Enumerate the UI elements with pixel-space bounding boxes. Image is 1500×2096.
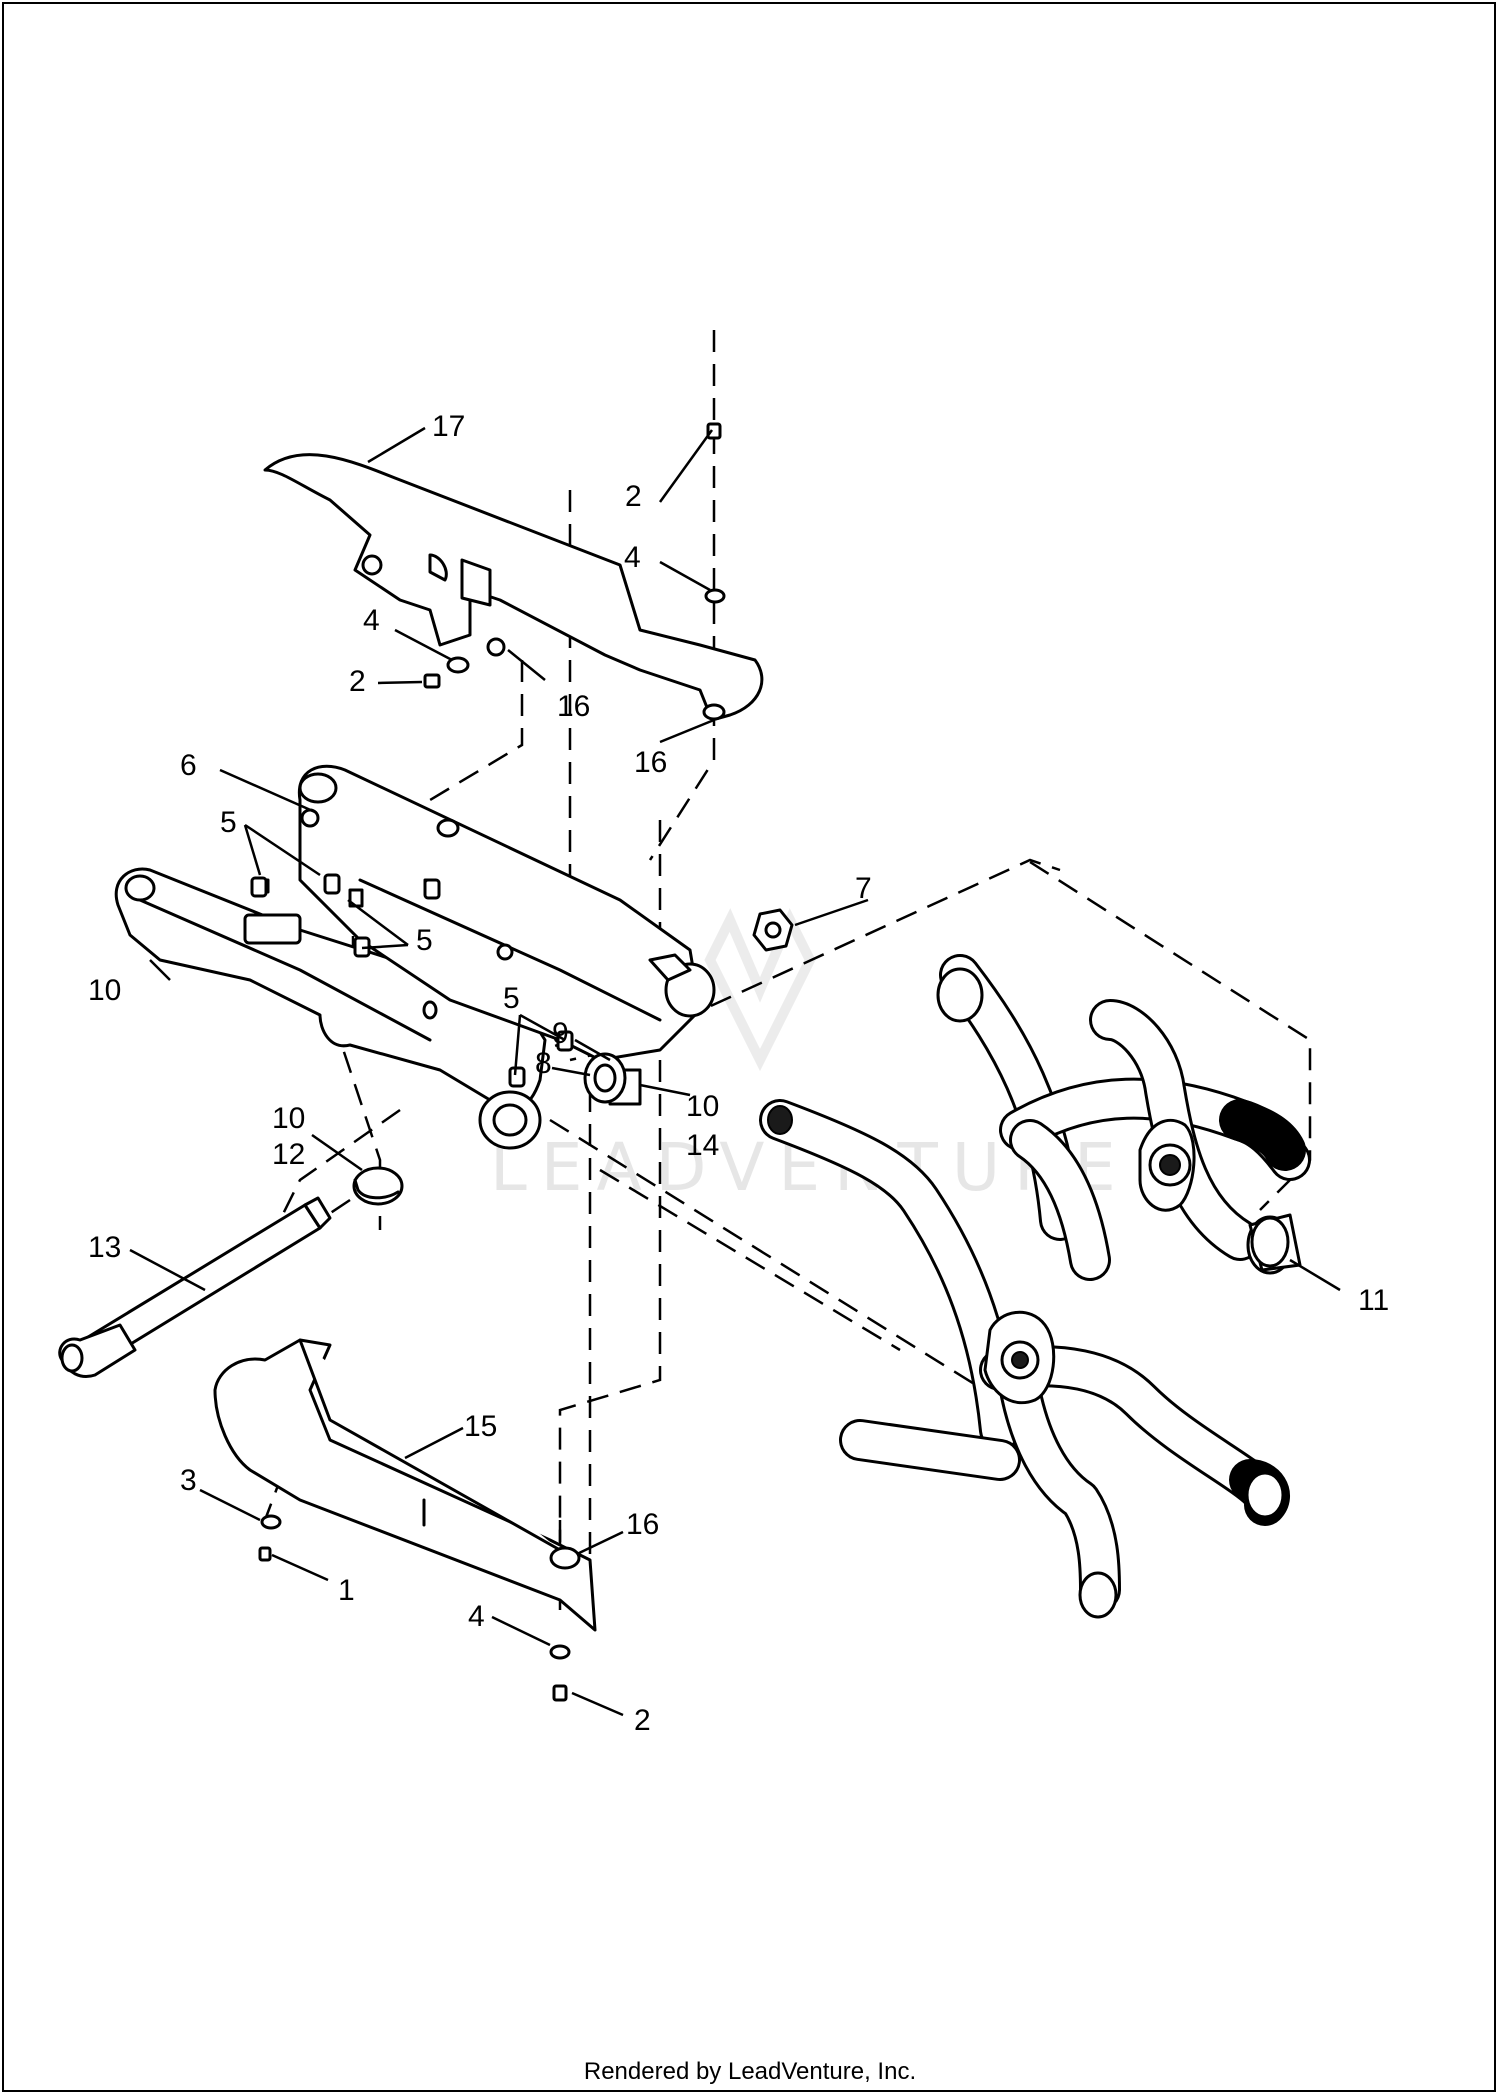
callout-16-lower: 16 bbox=[626, 1508, 659, 1541]
callout-2-lower: 2 bbox=[634, 1704, 651, 1737]
bushing-12 bbox=[352, 1166, 404, 1206]
callout-10-mid: 10 bbox=[686, 1090, 719, 1123]
callout-14: 14 bbox=[686, 1129, 719, 1162]
callout-2-top: 2 bbox=[625, 480, 642, 513]
plug-parts bbox=[250, 808, 642, 1106]
callout-16-upper-right: 16 bbox=[634, 746, 667, 779]
fasteners bbox=[258, 422, 726, 1702]
footer-credit: Rendered by LeadVenture, Inc. bbox=[583, 2058, 917, 2085]
upper-belt-guard bbox=[263, 453, 764, 722]
nut-7 bbox=[752, 908, 794, 952]
callout-8: 8 bbox=[535, 1047, 552, 1080]
callout-3: 3 bbox=[180, 1464, 197, 1497]
callout-9: 9 bbox=[552, 1017, 569, 1050]
callout-5-c: 5 bbox=[503, 982, 520, 1015]
alignment-lines bbox=[263, 330, 1312, 1610]
callout-10-left: 10 bbox=[88, 974, 121, 1007]
callout-4-left: 4 bbox=[363, 604, 380, 637]
callout-4-lower: 4 bbox=[468, 1600, 485, 1633]
callout-15: 15 bbox=[464, 1410, 497, 1443]
callout-17: 17 bbox=[432, 410, 465, 443]
lower-belt-guard bbox=[213, 1338, 597, 1632]
callout-5-a: 5 bbox=[220, 806, 237, 839]
callout-7: 7 bbox=[855, 872, 872, 905]
callout-6: 6 bbox=[180, 749, 197, 782]
leader-lines bbox=[129, 426, 1341, 1717]
callouts: 17 2 4 4 2 16 16 6 5 5 5 7 10 9 8 10 14 … bbox=[88, 410, 1389, 1737]
callout-4-top: 4 bbox=[624, 541, 641, 574]
callout-5-b: 5 bbox=[416, 924, 433, 957]
swingarm bbox=[114, 764, 716, 1150]
callout-16-upper-left: 16 bbox=[557, 690, 590, 723]
callout-12: 12 bbox=[272, 1138, 305, 1171]
frame-assembly bbox=[759, 954, 1311, 1619]
callout-11: 11 bbox=[1358, 1284, 1389, 1317]
callout-10-bushing: 10 bbox=[272, 1102, 305, 1135]
callout-2-left: 2 bbox=[349, 665, 366, 698]
pivot-shaft-13 bbox=[58, 1196, 332, 1378]
callout-13: 13 bbox=[88, 1231, 121, 1264]
callout-1: 1 bbox=[338, 1574, 355, 1607]
